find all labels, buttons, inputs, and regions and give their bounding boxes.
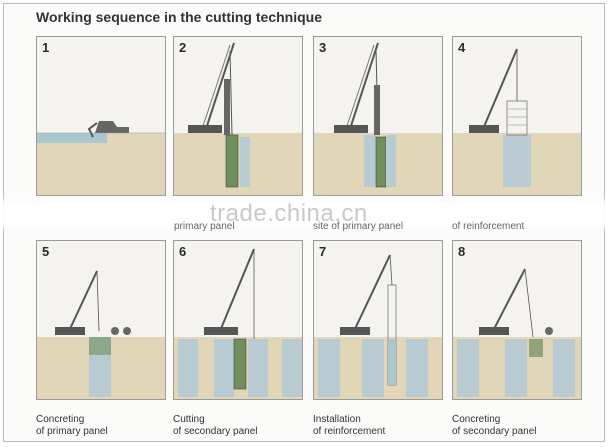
- step-5-illustration: [37, 270, 165, 399]
- watermark-band: [0, 195, 610, 233]
- step-caption-5: Concreting of primary panel: [36, 414, 171, 438]
- step-panel-1: 1: [36, 36, 166, 196]
- caption-line-1: Concreting: [452, 414, 501, 425]
- caption-line-1: Cutting: [173, 414, 205, 425]
- watermark: trade.china.cn: [210, 200, 368, 227]
- step-2-partial-caption: primary panel: [174, 221, 235, 232]
- step-panel-4: 4: [452, 36, 582, 196]
- step-number: 4: [458, 40, 466, 55]
- step-1-illustration: [37, 121, 165, 195]
- caption-line-2: of secondary panel: [452, 426, 537, 437]
- step-number: 8: [458, 244, 466, 259]
- caption-line-2: of primary panel: [36, 426, 108, 437]
- step-6-illustration: [174, 248, 302, 399]
- step-panel-2: 2: [173, 36, 303, 196]
- step-number: 7: [319, 244, 327, 259]
- step-panel-5: 5: [36, 240, 166, 400]
- step-2-illustration: [174, 42, 302, 195]
- step-7-illustration: [314, 254, 442, 399]
- step-number: 1: [42, 40, 50, 55]
- step-number: 2: [179, 40, 187, 55]
- step-4-illustration: [453, 48, 581, 195]
- step-number: 6: [179, 244, 187, 259]
- caption-line-1: Installation: [313, 414, 361, 425]
- step-panel-3: 3: [313, 36, 443, 196]
- step-3-illustration: [314, 42, 442, 195]
- step-4-partial-caption: of reinforcement: [452, 221, 525, 232]
- figure-title: Working sequence in the cutting techniqu…: [36, 9, 322, 25]
- step-panel-6: 6: [173, 240, 303, 400]
- step-panel-8: 8: [452, 240, 582, 400]
- step-number: 3: [319, 40, 327, 55]
- step-panel-7: 7: [313, 240, 443, 400]
- step-caption-7: Installation of reinforcement: [313, 414, 448, 438]
- step-8-illustration: [453, 268, 581, 399]
- caption-line-2: of reinforcement: [313, 426, 386, 437]
- step-number: 5: [42, 244, 50, 259]
- caption-line-2: of secondary panel: [173, 426, 258, 437]
- caption-line-1: Concreting: [36, 414, 85, 425]
- step-caption-8: Concreting of secondary panel: [452, 414, 587, 438]
- step-3-partial-caption: site of primary panel: [313, 221, 404, 232]
- step-caption-6: Cutting of secondary panel: [173, 414, 308, 438]
